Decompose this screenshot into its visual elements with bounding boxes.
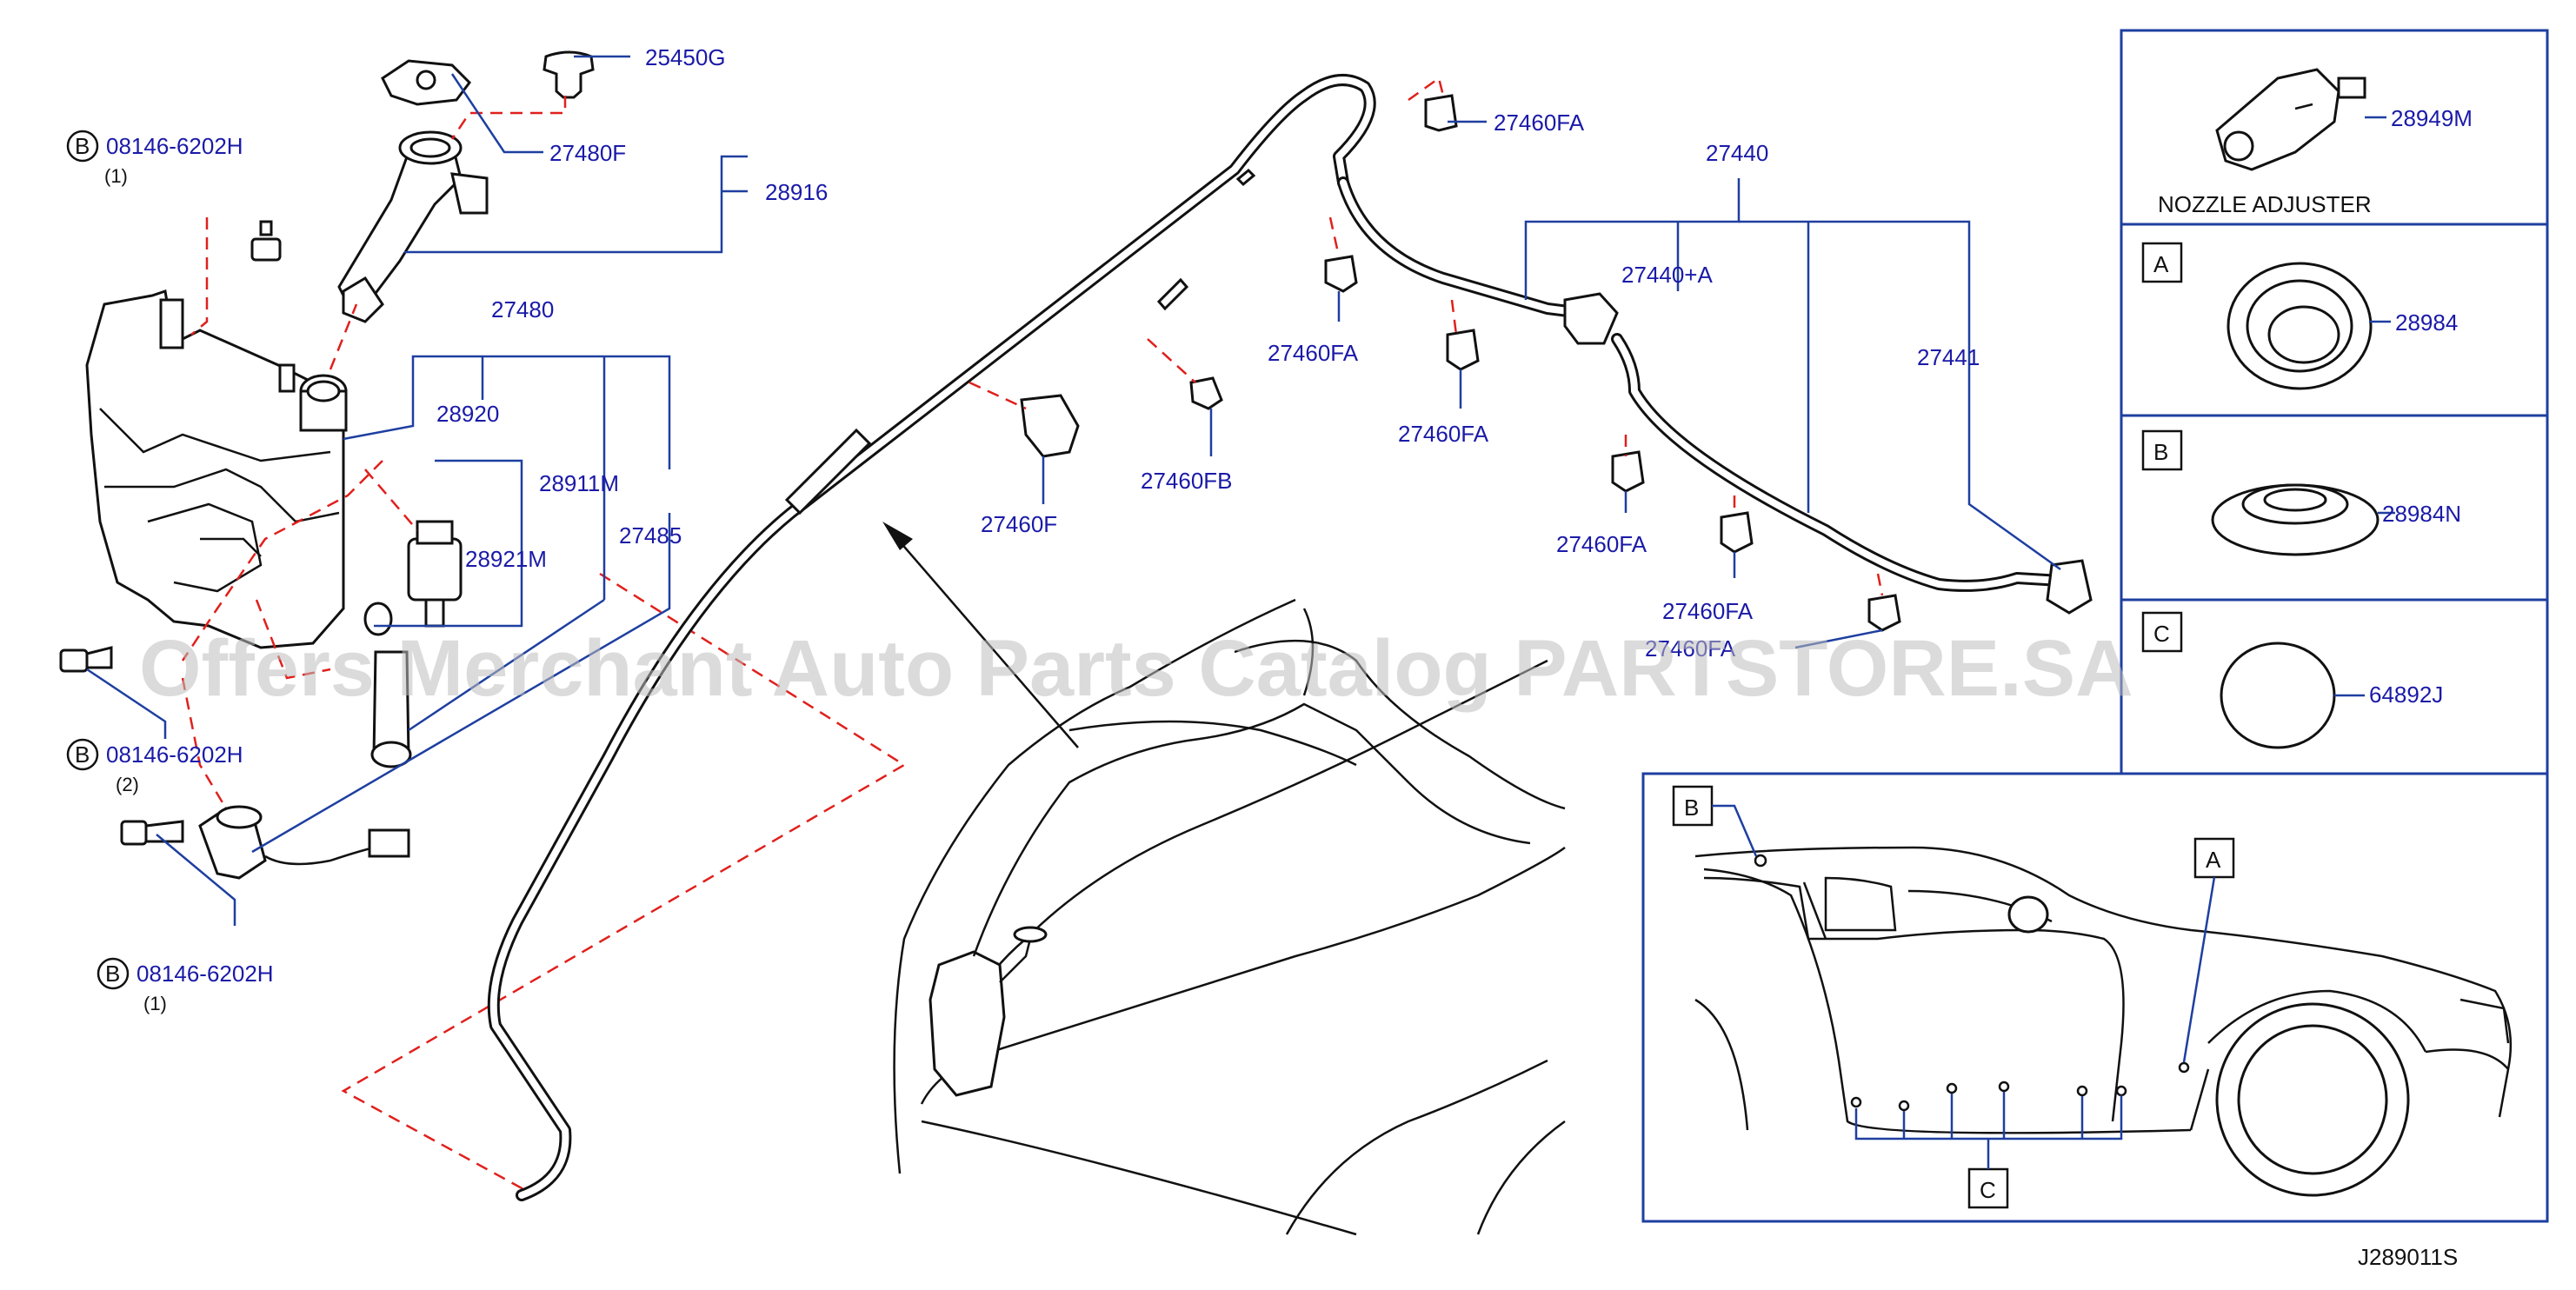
clip-icon [1324, 255, 1358, 293]
label-27480: 27480 [491, 296, 554, 322]
leader-lines-right [1042, 120, 2061, 649]
nozzle-right [2046, 559, 2093, 615]
label-27460fa-2: 27460FA [1398, 421, 1489, 447]
label-27460fa-4: 27460FA [1662, 598, 1754, 624]
bolt-icon [120, 820, 184, 846]
inset-title-nozzle-adjuster: NOZZLE ADJUSTER [2158, 191, 2372, 217]
diagram-code: J289011S [2358, 1244, 2458, 1270]
label-27480f: 27480F [549, 140, 626, 166]
clip-27460fb [1189, 376, 1223, 410]
label-28916: 28916 [765, 179, 828, 205]
inset-box-b: B [2153, 439, 2168, 465]
label-bolt-3-qty: (1) [143, 993, 167, 1014]
clip-25450g [542, 50, 595, 99]
plug-64892j-icon [2220, 642, 2336, 749]
car-front-view [893, 598, 1566, 1236]
label-28920: 28920 [436, 401, 499, 427]
inset-box-c: C [2153, 621, 2170, 647]
label-27441: 27441 [1917, 344, 1980, 370]
label-27485: 27485 [619, 522, 682, 549]
car-box-b: B [1684, 795, 1699, 821]
label-28949m: 28949M [2391, 105, 2473, 131]
washer-hose-branch [1337, 176, 2067, 592]
label-bolt-2-qty: (2) [116, 774, 139, 795]
label-25450g: 25450G [645, 44, 726, 70]
label-bolt-1-qty: (1) [104, 165, 128, 187]
label-27460fb: 27460FB [1141, 468, 1233, 494]
label-28984n: 28984N [2382, 501, 2461, 527]
clip-icon [1446, 329, 1480, 371]
inset-panel [2120, 29, 2549, 775]
grommet-28984-icon [2227, 262, 2373, 390]
clips [1020, 94, 2093, 632]
washer-tank [85, 289, 345, 649]
inset-box-a: A [2153, 251, 2169, 277]
label-27460fa-5: 27460FA [1645, 635, 1736, 662]
bracket-27460f [1020, 394, 1080, 458]
watermark: Offers Merchant Auto Parts Catalog PARTS… [139, 624, 2133, 713]
label-bolt-2: 08146-6202H [106, 741, 243, 768]
location-arrow [882, 522, 1079, 748]
label-27440a: 27440+A [1621, 262, 1713, 288]
washer-tank-assembly [59, 50, 595, 880]
label-28911m: 28911M [539, 470, 619, 496]
leader-lines-left [86, 55, 748, 926]
b-markers: B B B [66, 130, 130, 990]
clip-icon [1424, 94, 1458, 132]
bolt-icon [59, 646, 113, 673]
b-marker-1: B [75, 133, 90, 159]
washer-pump [407, 537, 463, 602]
car-box-a: A [2206, 847, 2221, 873]
clip-icon [1611, 450, 1645, 493]
label-27460f: 27460F [981, 511, 1057, 537]
car-box-c: C [1980, 1177, 1996, 1203]
assembly-dashes-right [968, 76, 1884, 596]
assembly-dashes-left [181, 96, 907, 1197]
label-27460fa-1: 27460FA [1268, 340, 1359, 366]
label-28921m: 28921M [465, 546, 547, 572]
filler-neck [337, 142, 463, 306]
washer-hose-main [487, 74, 1376, 1201]
label-64892j: 64892J [2369, 682, 2443, 708]
clip-icon [1867, 594, 1901, 632]
grommet-28984n-icon [2211, 483, 2380, 556]
label-bolt-3: 08146-6202H [136, 961, 274, 987]
nozzle-adjuster-icon [2215, 68, 2366, 171]
car-side-inset [1641, 772, 2549, 1223]
b-marker-2: B [75, 741, 90, 768]
label-bolt-1: 08146-6202H [106, 133, 243, 159]
clip-icon [1720, 511, 1754, 554]
bolt-icon [250, 220, 282, 262]
label-27460fa-top: 27460FA [1494, 110, 1585, 136]
b-marker-3: B [105, 961, 120, 987]
label-27440: 27440 [1706, 140, 1768, 166]
label-28984: 28984 [2395, 309, 2458, 336]
nozzle-left [1563, 292, 1619, 345]
label-27460fa-3: 27460FA [1556, 531, 1647, 557]
